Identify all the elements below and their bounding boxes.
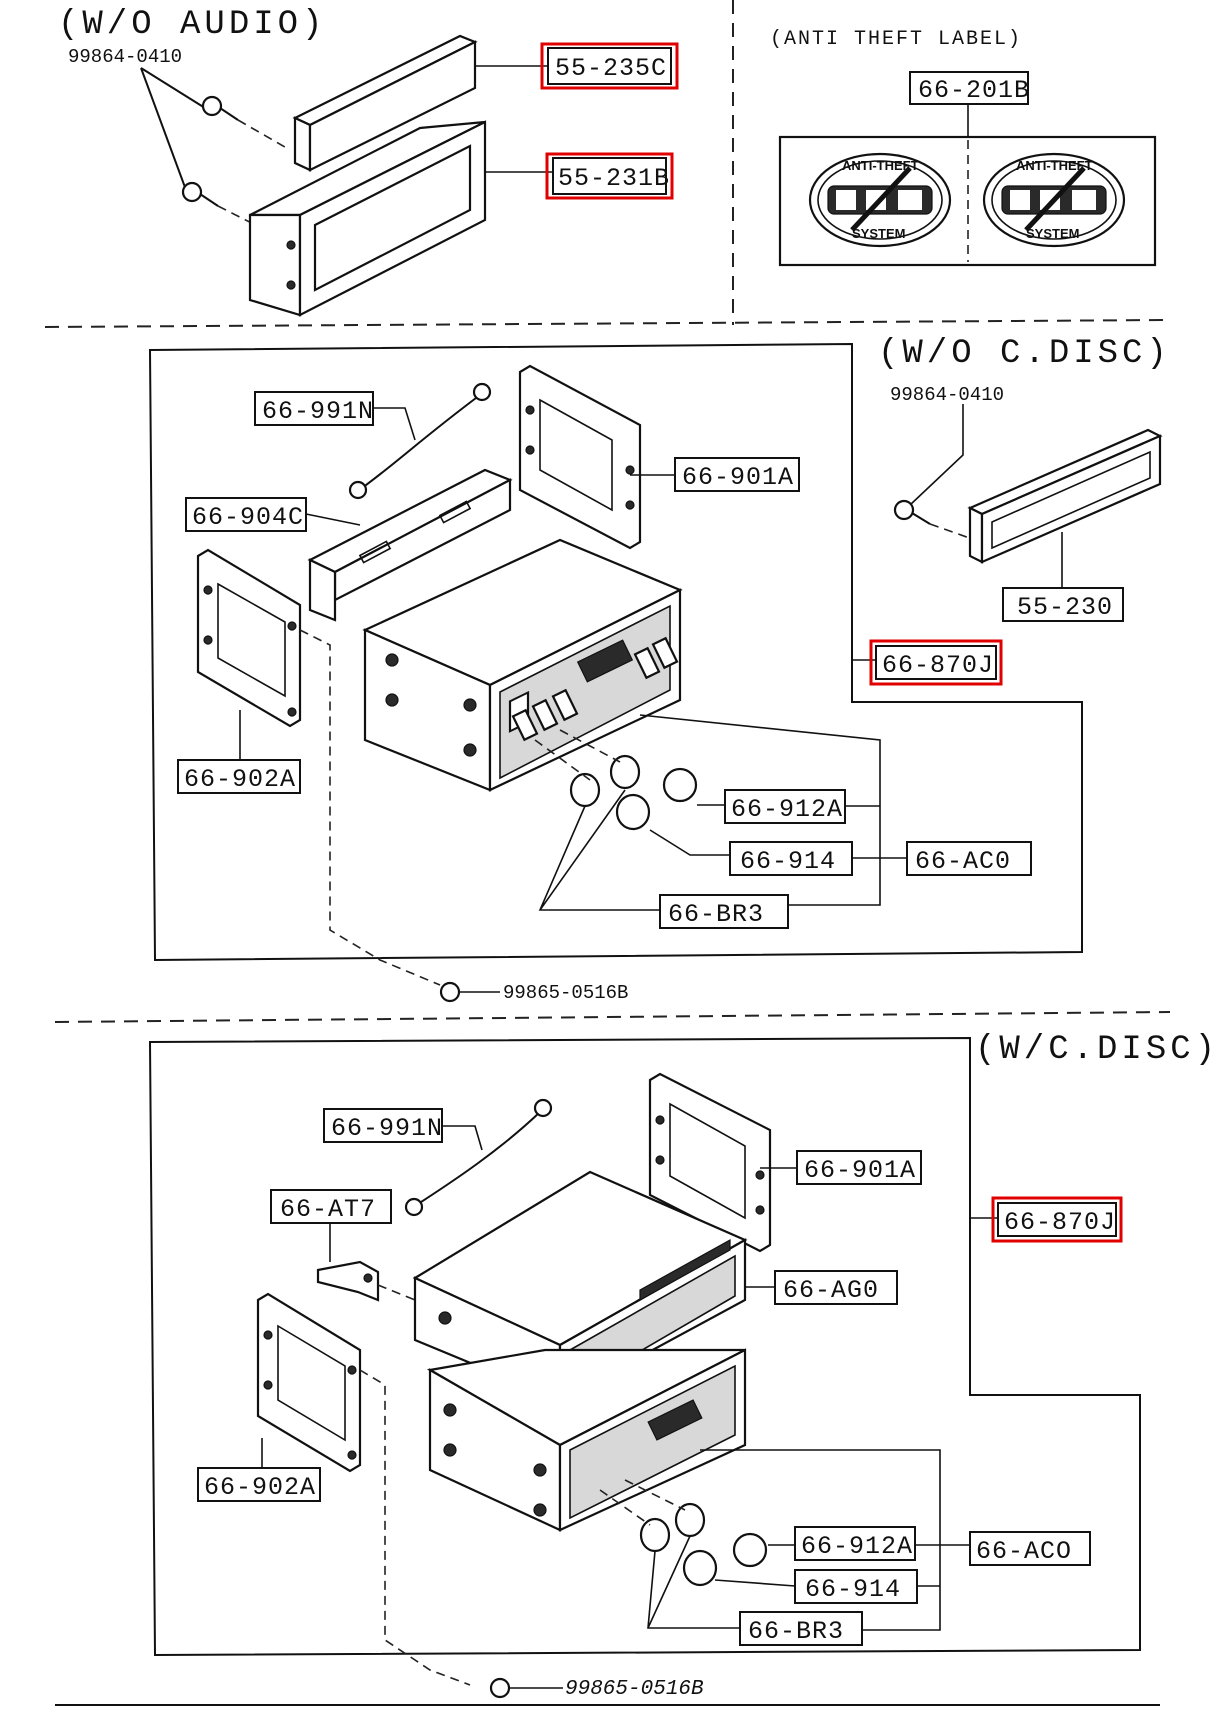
- radio-head-unit: [362, 538, 683, 792]
- anti-theft-badge-icon: ANTI-THEFT SYSTEM: [808, 152, 952, 248]
- ground-strap: [404, 1098, 553, 1217]
- bottom-screw-part-number: 99865-0516B: [503, 982, 628, 1004]
- highlight-box: [545, 152, 674, 200]
- label-box-66-912a: [724, 789, 846, 824]
- screw-icon: [893, 499, 931, 525]
- part-label-66-901a: 66-901A: [804, 1156, 916, 1185]
- highlight-box: [540, 42, 679, 90]
- section-wo-audio: (W/O AUDIO) 99864-0410 55-: [58, 6, 679, 317]
- label-box-66-904c: [185, 497, 307, 532]
- screw-icon: [489, 1677, 511, 1699]
- part-label-55-235c: 55-235C: [555, 54, 667, 83]
- label-box-66-912a: [794, 1526, 916, 1561]
- part-label-66-914: 66-914: [740, 847, 836, 876]
- label-box-66-201b: [909, 71, 1029, 105]
- mounting-bracket-left: [256, 1292, 362, 1473]
- part-label-66-ac0: 66-AC0: [915, 847, 1011, 876]
- screw-icon: [439, 981, 461, 1003]
- highlight-box: [869, 639, 1003, 686]
- mounting-bracket-top: [307, 468, 513, 622]
- assembly-outline: [148, 342, 1083, 962]
- screw-icon: [181, 95, 239, 207]
- label-box-66-aco: [969, 1531, 1091, 1566]
- part-label-66-902a: 66-902A: [204, 1473, 316, 1502]
- storage-pocket: [248, 120, 487, 317]
- part-label-66-902a: 66-902A: [184, 765, 296, 794]
- badge-text-top: ANTI-THEFT: [842, 158, 919, 173]
- bottom-screw-part-number: 99865-0516B: [565, 1678, 704, 1701]
- badge-text-bottom: SYSTEM: [852, 226, 905, 241]
- label-box-66-901a: [674, 457, 800, 492]
- part-label-66-991n: 66-991N: [331, 1114, 443, 1143]
- part-label-66-904c: 66-904C: [192, 503, 304, 532]
- part-label-66-912a: 66-912A: [731, 795, 843, 824]
- part-label-66-br3: 66-BR3: [748, 1617, 844, 1646]
- ground-strap: [348, 382, 492, 500]
- assembly-outline: [148, 1036, 1141, 1657]
- label-box-55-230: [1002, 587, 1124, 622]
- part-label-66-914: 66-914: [805, 1575, 901, 1604]
- label-box-66-ac0: [906, 841, 1032, 876]
- badge-text-bottom: SYSTEM: [1026, 226, 1079, 241]
- part-label-66-870j: 66-870J: [1004, 1208, 1116, 1237]
- label-box-66-br3: [739, 1611, 863, 1646]
- section-w-cdisc: (W/C.DISC) 66-870J 66-991N 66-901A 66: [148, 1031, 1214, 1701]
- label-box-66-991n: [254, 391, 374, 426]
- part-label-66-912a: 66-912A: [801, 1532, 913, 1561]
- part-label-66-901a: 66-901A: [682, 463, 794, 492]
- part-label-66-ag0: 66-AG0: [783, 1276, 879, 1305]
- part-label-55-230: 55-230: [1017, 593, 1113, 622]
- label-box-66-ag0: [774, 1270, 898, 1305]
- part-label-66-br3: 66-BR3: [668, 900, 764, 929]
- section-dividers: [44, 0, 1171, 1706]
- screw-part-number: 99864-0410: [68, 46, 182, 68]
- label-box-55-231b: [552, 157, 667, 195]
- part-label-55-231b: 55-231B: [558, 164, 670, 193]
- label-box-66-870j: [875, 645, 997, 680]
- blank-plate: [292, 34, 478, 172]
- part-label-66-201b: 66-201B: [918, 76, 1030, 105]
- section-title-w-cdisc: (W/C.DISC): [975, 1031, 1214, 1069]
- part-label-66-at7: 66-AT7: [280, 1195, 376, 1224]
- section-title-anti-theft: (ANTI THEFT LABEL): [770, 28, 1022, 51]
- label-box-66-870j: [997, 1202, 1117, 1237]
- section-title-wo-cdisc: (W/O C.DISC): [878, 335, 1171, 373]
- label-box-66-902a: [197, 1467, 321, 1502]
- blank-plate: [967, 428, 1163, 564]
- anti-theft-badge-icon: ANTI-THEFT SYSTEM: [982, 152, 1126, 248]
- highlight-box: [991, 1196, 1123, 1243]
- knob-icon: [569, 754, 698, 831]
- knob-icon: [639, 1502, 768, 1587]
- label-box-66-br3: [659, 894, 789, 929]
- part-label-66-870j: 66-870J: [882, 651, 994, 680]
- label-box-55-235c: [547, 47, 672, 85]
- badge-text-top: ANTI-THEFT: [1016, 158, 1093, 173]
- section-title-wo-audio: (W/O AUDIO): [58, 6, 326, 44]
- screw-part-number: 99864-0410: [890, 384, 1004, 406]
- label-box-66-902a: [177, 759, 301, 794]
- mounting-bracket-right: [518, 364, 642, 550]
- preset-buttons: [511, 636, 679, 742]
- mounting-clip: [316, 1260, 380, 1302]
- label-box-66-901a: [796, 1150, 922, 1185]
- section-anti-theft: (ANTI THEFT LABEL) 66-201B ANTI-THEFT SY…: [770, 28, 1157, 267]
- mounting-bracket-right: [648, 1072, 772, 1253]
- part-label-66-aco: 66-ACO: [976, 1537, 1072, 1566]
- radio-head-unit: [426, 1348, 747, 1532]
- part-label-66-991n: 66-991N: [262, 397, 374, 426]
- label-box-66-at7: [270, 1189, 392, 1224]
- mounting-bracket-left: [196, 548, 302, 728]
- section-wo-cdisc: (W/O C.DISC) 99864-0410 55-230 66-870J 6…: [148, 335, 1171, 1004]
